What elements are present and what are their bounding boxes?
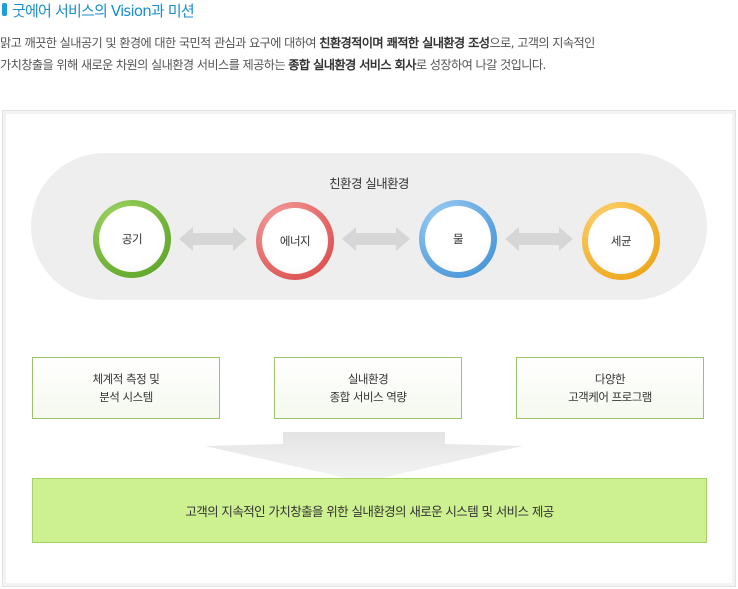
page-title: 굿에어 서비스의 Vision과 미션 [12, 2, 195, 20]
intro-text: 로 성장하여 나갈 것입니다. [415, 58, 546, 72]
double-arrow-icon [505, 227, 573, 251]
circle-water: 물 [419, 200, 497, 278]
circle-energy: 에너지 [256, 202, 334, 280]
circle-label-air: 공기 [99, 206, 165, 272]
funnel-arrow-icon [205, 432, 523, 482]
circle-label-energy: 에너지 [262, 208, 328, 274]
intro-text: 가치창출을 위해 새로운 차원의 실내환경 서비스를 제공하는 [0, 58, 289, 72]
double-arrow-icon [179, 227, 247, 251]
intro-highlight: 친환경적이며 쾌적한 실내환경 조성 [319, 36, 490, 50]
intro-paragraph: 맑고 깨끗한 실내공기 및 환경에 대한 국민적 관심과 요구에 대하여 친환경… [0, 32, 738, 76]
box-line: 다양한 [594, 372, 626, 386]
capability-box-service: 실내환경 종합 서비스 역량 [274, 357, 462, 419]
section-header: 굿에어 서비스의 Vision과 미션 [0, 0, 300, 24]
intro-text: 맑고 깨끗한 실내공기 및 환경에 대한 국민적 관심과 요구에 대하여 [0, 36, 320, 50]
double-arrow-icon [342, 227, 410, 251]
box-line: 종합 서비스 역량 [329, 390, 407, 404]
box-line: 고객케어 프로그램 [568, 390, 652, 404]
circle-label-germ: 세균 [588, 208, 654, 274]
title-marker-icon [2, 3, 7, 16]
circle-label-water: 물 [425, 206, 491, 272]
circle-germ: 세균 [582, 202, 660, 280]
box-line: 체계적 측정 및 [92, 372, 160, 386]
intro-highlight: 종합 실내환경 서비스 회사 [288, 58, 416, 72]
group-title: 친환경 실내환경 [329, 176, 409, 191]
capability-box-care: 다양한 고객케어 프로그램 [516, 357, 704, 419]
intro-line-1: 맑고 깨끗한 실내공기 및 환경에 대한 국민적 관심과 요구에 대하여 친환경… [0, 32, 738, 54]
box-line: 분석 시스템 [99, 390, 153, 404]
box-line: 실내환경 [347, 372, 389, 386]
intro-text: 으로, 고객의 지속적인 [489, 36, 595, 50]
result-box: 고객의 지속적인 가치창출을 위한 실내환경의 새로운 시스템 및 서비스 제공 [32, 478, 707, 543]
capability-box-measurement: 체계적 측정 및 분석 시스템 [32, 357, 220, 419]
circle-air: 공기 [93, 200, 171, 278]
intro-line-2: 가치창출을 위해 새로운 차원의 실내환경 서비스를 제공하는 종합 실내환경 … [0, 54, 738, 76]
